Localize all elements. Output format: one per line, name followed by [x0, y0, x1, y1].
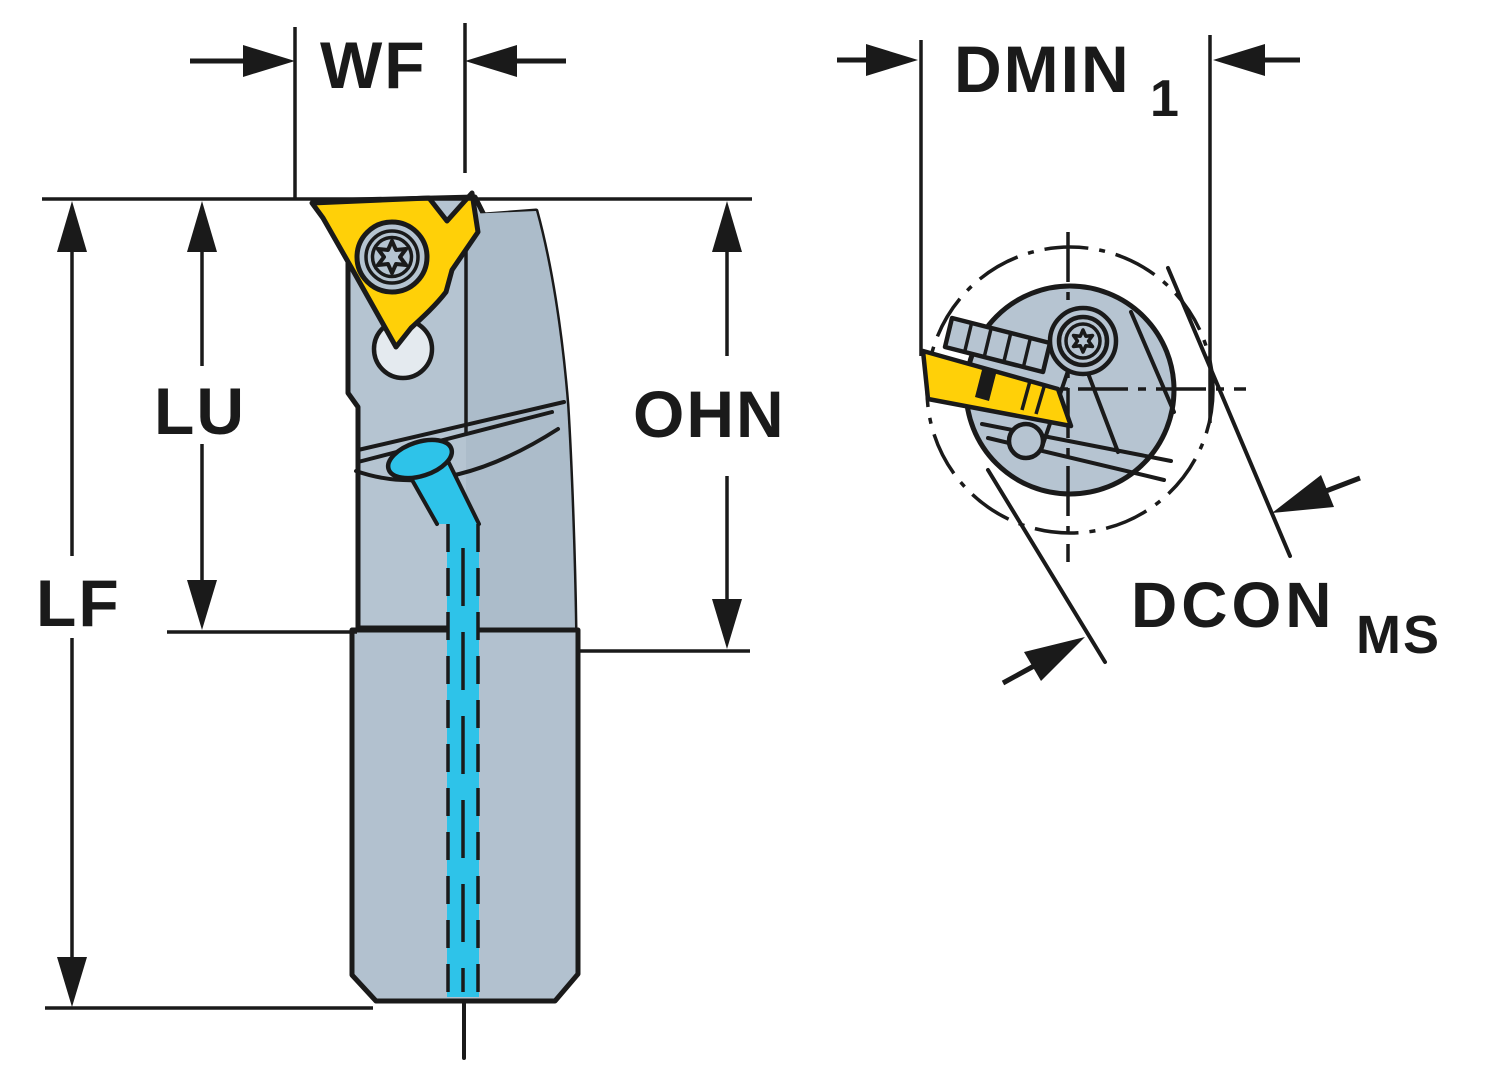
- end-view: [920, 232, 1246, 562]
- label-lu: LU: [154, 374, 246, 448]
- label-dmin-subscript: 1: [1150, 70, 1181, 128]
- label-dcon-subscript: MS: [1356, 605, 1441, 665]
- clamp-end: [942, 315, 1053, 375]
- coolant-channel: [385, 437, 481, 997]
- lu-dimension: LU: [154, 201, 357, 634]
- label-dcon: DCON: [1131, 569, 1335, 641]
- dcon-dimension: DCON MS: [986, 266, 1441, 686]
- torx-screw-icon: [354, 219, 430, 295]
- label-ohn: OHN: [633, 377, 786, 451]
- label-lf: LF: [36, 566, 121, 640]
- end-coolant-hole: [1006, 421, 1046, 461]
- wf-dimension: WF: [190, 23, 566, 199]
- lf-dimension: LF: [36, 201, 373, 1010]
- label-dmin: DMIN: [954, 32, 1131, 106]
- coolant-outlet: [385, 437, 455, 481]
- label-wf: WF: [320, 28, 427, 102]
- dmin-dimension: DMIN 1: [837, 32, 1300, 423]
- side-view: [309, 190, 581, 1060]
- threading-insert-end: [920, 348, 1074, 429]
- ohn-dimension: OHN: [578, 201, 786, 653]
- torx-screw-end-icon: [1047, 305, 1119, 377]
